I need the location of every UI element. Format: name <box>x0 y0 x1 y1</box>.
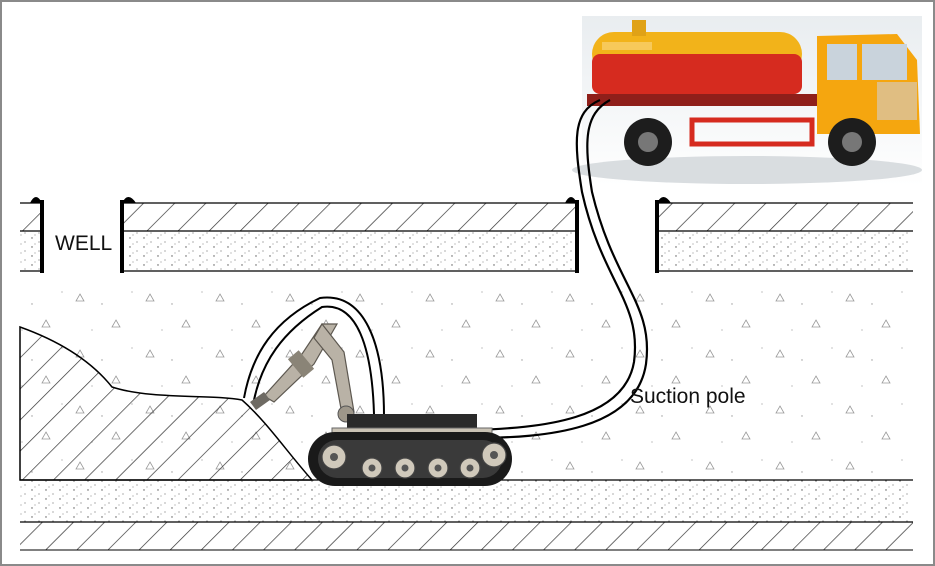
road-surface-left <box>20 203 42 271</box>
vacuum-truck-icon <box>572 16 922 186</box>
robot-hose-loop <box>243 296 385 417</box>
suction-pole-label: Suction pole <box>630 385 746 408</box>
pipe-bottom <box>20 479 913 551</box>
well-shaft-walls <box>30 197 671 273</box>
road-surface-right <box>657 203 913 271</box>
road-layer-lines <box>20 202 913 272</box>
crawler-robot-icon <box>250 322 512 486</box>
road-surface-middle <box>122 203 577 271</box>
suction-hose <box>471 98 649 440</box>
sludge-mound <box>19 325 314 481</box>
well-label: WELL <box>55 232 112 255</box>
